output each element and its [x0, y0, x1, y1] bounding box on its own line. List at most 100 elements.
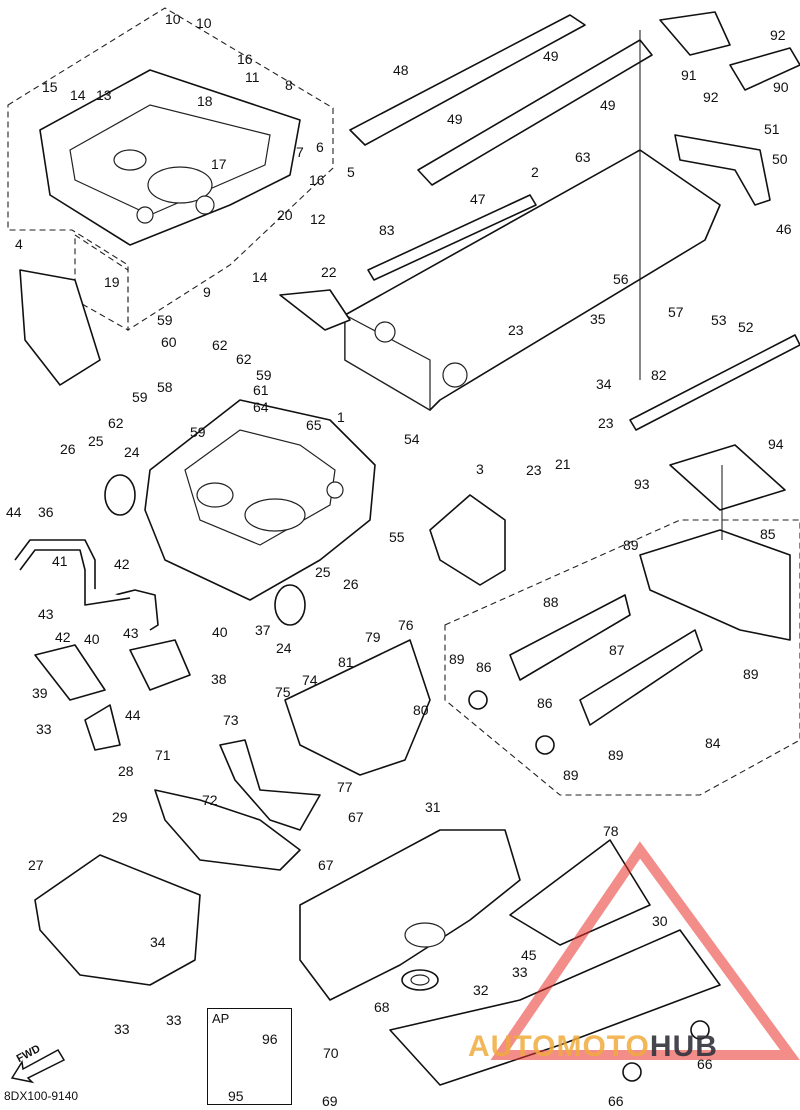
boot-24b [274, 584, 306, 626]
plate-85 [639, 529, 791, 641]
callout-85: 85 [760, 526, 776, 542]
callout-55: 55 [389, 529, 405, 545]
group-box-left [74, 233, 129, 331]
callout-49: 49 [600, 97, 616, 113]
callout-52: 52 [738, 319, 754, 335]
callout-79: 79 [365, 629, 381, 645]
panel-30 [389, 929, 721, 1086]
callout-96: 96 [262, 1031, 278, 1047]
callout-95: 95 [228, 1088, 244, 1104]
callout-92: 92 [770, 27, 786, 43]
callout-44: 44 [6, 504, 22, 520]
callout-89: 89 [449, 651, 465, 667]
callout-66: 66 [608, 1093, 624, 1109]
bumper-36-inner [19, 549, 131, 606]
callout-25: 25 [88, 433, 104, 449]
callout-59: 59 [256, 367, 272, 383]
grommet-86b [535, 735, 555, 755]
callout-26: 26 [60, 441, 76, 457]
front-frame-upper [39, 69, 301, 246]
callout-65: 65 [306, 417, 322, 433]
strip-83 [367, 194, 537, 281]
callout-59: 59 [157, 312, 173, 328]
callout-16: 16 [309, 172, 325, 188]
callout-7: 7 [296, 144, 304, 160]
callout-72: 72 [202, 792, 218, 808]
callout-75: 75 [275, 684, 291, 700]
callout-11: 11 [245, 69, 260, 85]
callout-91: 91 [681, 67, 697, 83]
callout-15: 15 [42, 79, 58, 95]
callout-49: 49 [543, 48, 559, 64]
callout-77: 77 [337, 779, 353, 795]
callout-33: 33 [166, 1012, 182, 1028]
watermark-logo [490, 841, 800, 1060]
callout-69: 69 [322, 1093, 338, 1109]
callout-17: 17 [211, 156, 227, 172]
main-frame [144, 399, 376, 601]
callout-2: 2 [531, 164, 539, 180]
callout-25: 25 [315, 564, 331, 580]
callout-61: 61 [253, 382, 269, 398]
bracket-50 [674, 134, 771, 206]
callout-50: 50 [772, 151, 788, 167]
callout-86: 86 [537, 695, 553, 711]
callout-18: 18 [197, 93, 213, 109]
panel-78 [509, 839, 651, 946]
callout-64: 64 [253, 399, 269, 415]
callout-32: 32 [473, 982, 489, 998]
callout-73: 73 [223, 712, 239, 728]
callout-37: 37 [255, 622, 271, 638]
belly-pan-27 [34, 854, 201, 986]
callout-87: 87 [609, 642, 625, 658]
diagram-code: 8DX100-9140 [4, 1089, 79, 1103]
console-91 [659, 11, 731, 56]
callout-14: 14 [252, 269, 268, 285]
plate-39 [34, 644, 106, 701]
rail-47 [417, 39, 653, 186]
callout-89: 89 [623, 537, 639, 553]
callout-10: 10 [165, 11, 181, 27]
callout-9: 9 [203, 284, 211, 300]
panel-75-77 [284, 639, 431, 776]
callout-62: 62 [108, 415, 124, 431]
plate-94 [669, 444, 786, 511]
watermark-text: AUTOMOTOHUB [468, 1030, 718, 1064]
callout-59: 59 [190, 424, 206, 440]
callout-26: 26 [343, 576, 359, 592]
callout-1: 1 [337, 409, 345, 425]
callout-86: 86 [476, 659, 492, 675]
callout-40: 40 [212, 624, 228, 640]
watermark-part2: HUB [649, 1030, 718, 1063]
callout-23: 23 [598, 415, 614, 431]
callout-93: 93 [634, 476, 650, 492]
callout-16: 16 [237, 51, 253, 67]
callout-58: 58 [157, 379, 173, 395]
callout-62: 62 [236, 351, 252, 367]
guard-71 [154, 789, 301, 871]
callout-94: 94 [768, 436, 784, 452]
bracket-22 [279, 289, 351, 331]
rear-tunnel [344, 149, 721, 412]
rail-48 [349, 14, 586, 146]
callout-28: 28 [118, 763, 134, 779]
callout-38: 38 [211, 671, 227, 687]
callout-63: 63 [575, 149, 591, 165]
callout-54: 54 [404, 431, 420, 447]
callout-53: 53 [711, 312, 727, 328]
guard-73 [219, 739, 321, 831]
callout-21: 21 [555, 456, 571, 472]
bracket-28 [84, 704, 121, 751]
callout-68: 68 [374, 999, 390, 1015]
callout-82: 82 [651, 367, 667, 383]
bracket-88 [509, 594, 631, 681]
bracket-87 [579, 629, 703, 726]
ap-label: AP [212, 1011, 230, 1026]
callout-59: 59 [132, 389, 148, 405]
callout-67: 67 [318, 857, 334, 873]
callout-33: 33 [114, 1021, 130, 1037]
callout-89: 89 [608, 747, 624, 763]
callout-30: 30 [652, 913, 668, 929]
